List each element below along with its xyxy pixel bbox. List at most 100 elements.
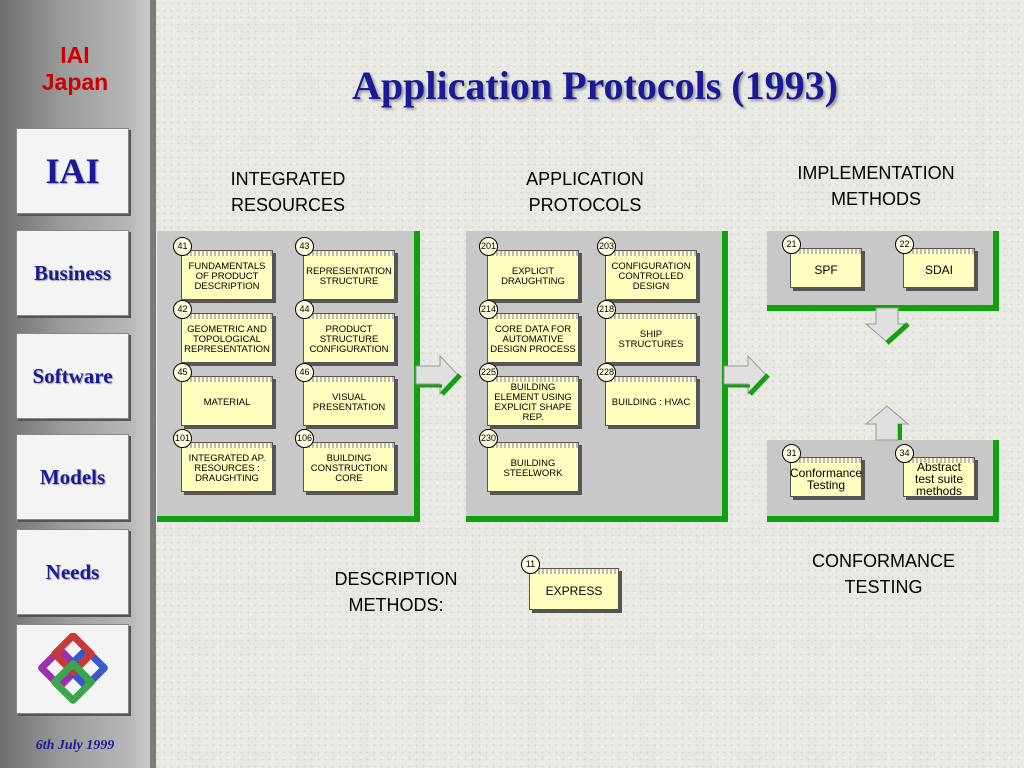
org-title: IAI Japan (0, 42, 150, 96)
protocol-card: MATERIAL (181, 376, 273, 426)
protocol-card: CORE DATA FOR AUTOMATIVE DESIGN PROCESS (487, 313, 579, 363)
protocol-card: Conformance Testing (790, 457, 862, 497)
card-number-badge: 22 (895, 235, 914, 254)
protocol-card: VISUAL PRESENTATION (303, 376, 395, 426)
card-label: CORE DATA FOR AUTOMATIVE DESIGN PROCESS (490, 324, 576, 355)
card-label: FUNDAMENTALS OF PRODUCT DESCRIPTION (188, 261, 266, 292)
protocol-card: BUILDING ELEMENT USING EXPLICIT SHAPE RE… (487, 376, 579, 426)
card-number-badge: 201 (479, 237, 498, 256)
footer-date: 6th July 1999 (35, 738, 115, 753)
card-perforation (904, 249, 974, 254)
card-number-badge: 203 (597, 237, 616, 256)
card-perforation (488, 377, 578, 382)
card-perforation (488, 314, 578, 319)
card-label: Abstract test suite methods (914, 460, 964, 498)
card-label: INTEGRATED AP. RESOURCES : DRAUGHTING (188, 453, 266, 484)
card-number-badge: 214 (479, 300, 498, 319)
card-number-badge: 218 (597, 300, 616, 319)
sidebar-divider (150, 0, 156, 768)
protocol-card: BUILDING CONSTRUCTION CORE (303, 442, 395, 492)
card-number-badge: 228 (597, 363, 616, 382)
protocol-card: PRODUCT STRUCTURE CONFIGURATION (303, 313, 395, 363)
card-number-badge: 42 (173, 300, 192, 319)
card-number-badge: 230 (479, 429, 498, 448)
card-number-badge: 43 (295, 237, 314, 256)
nav-needs-button[interactable]: Needs (16, 529, 129, 615)
card-perforation (304, 251, 394, 256)
card-perforation (182, 443, 272, 448)
protocol-card: REPRESENTATION STRUCTURE (303, 250, 395, 300)
protocol-card: BUILDING : HVAC (605, 376, 697, 426)
flow-arrow-right-icon (415, 354, 462, 396)
card-perforation (606, 377, 696, 382)
card-number-badge: 44 (295, 300, 314, 319)
card-label: SPF (814, 263, 838, 277)
card-perforation (182, 314, 272, 319)
card-number-badge: 45 (173, 363, 192, 382)
page-title: Application Protocols (1993) (352, 63, 838, 108)
nav-models-button[interactable]: Models (16, 434, 129, 520)
flow-arrow-up-icon (864, 405, 910, 441)
card-label: BUILDING ELEMENT USING EXPLICIT SHAPE RE… (494, 382, 572, 423)
protocol-card: BUILDING STEELWORK (487, 442, 579, 492)
card-perforation (488, 443, 578, 448)
protocol-card: SDAI (903, 248, 975, 288)
nav-iai-button[interactable]: IAI (16, 128, 129, 214)
protocol-card: Abstract test suite methods (903, 457, 975, 497)
org-country: Japan (41, 69, 109, 95)
card-perforation (606, 314, 696, 319)
org-name: IAI (60, 42, 90, 68)
card-number-badge: 21 (782, 235, 801, 254)
card-label: PRODUCT STRUCTURE CONFIGURATION (309, 324, 389, 355)
card-label: SHIP STRUCTURES (618, 329, 684, 350)
card-label: REPRESENTATION STRUCTURE (306, 266, 392, 287)
card-label: MATERIAL (203, 397, 251, 408)
card-label: SDAI (924, 263, 953, 277)
card-label: BUILDING CONSTRUCTION CORE (310, 453, 388, 484)
card-number-badge: 106 (295, 429, 314, 448)
card-perforation (304, 377, 394, 382)
protocol-card: EXPRESS (529, 568, 619, 610)
nav-software-button[interactable]: Software (16, 333, 129, 419)
protocol-card: GEOMETRIC AND TOPOLOGICAL REPRESENTATION (181, 313, 273, 363)
card-label: CONFIGURATION CONTROLLED DESIGN (611, 261, 691, 292)
card-number-badge: 11 (521, 555, 540, 574)
card-perforation (304, 314, 394, 319)
protocol-card: CONFIGURATION CONTROLLED DESIGN (605, 250, 697, 300)
card-number-badge: 101 (173, 429, 192, 448)
card-perforation (304, 443, 394, 448)
interlocked-knot-logo-icon (37, 633, 108, 704)
card-number-badge: 34 (895, 444, 914, 463)
protocol-card: EXPLICIT DRAUGHTING (487, 250, 579, 300)
protocol-card: INTEGRATED AP. RESOURCES : DRAUGHTING (181, 442, 273, 492)
card-label: VISUAL PRESENTATION (312, 392, 386, 413)
card-label: EXPRESS (545, 584, 603, 598)
card-number-badge: 31 (782, 444, 801, 463)
nav-business-button[interactable]: Business (16, 230, 129, 316)
protocol-card: SHIP STRUCTURES (605, 313, 697, 363)
logo-button[interactable] (16, 624, 129, 714)
flow-arrow-down-icon (864, 307, 910, 345)
card-perforation (791, 249, 861, 254)
protocol-card: FUNDAMENTALS OF PRODUCT DESCRIPTION (181, 250, 273, 300)
card-perforation (488, 251, 578, 256)
card-perforation (606, 251, 696, 256)
card-number-badge: 46 (295, 363, 314, 382)
card-number-badge: 41 (173, 237, 192, 256)
card-perforation (182, 377, 272, 382)
card-label: Conformance Testing (789, 466, 863, 492)
flow-arrow-right-icon (723, 354, 770, 396)
card-label: EXPLICIT DRAUGHTING (501, 266, 565, 287)
card-perforation (791, 458, 861, 463)
card-perforation (530, 569, 618, 574)
card-label: GEOMETRIC AND TOPOLOGICAL REPRESENTATION (184, 324, 270, 355)
card-label: BUILDING STEELWORK (503, 458, 563, 479)
card-perforation (904, 458, 974, 463)
card-label: BUILDING : HVAC (611, 397, 691, 408)
protocol-card: SPF (790, 248, 862, 288)
